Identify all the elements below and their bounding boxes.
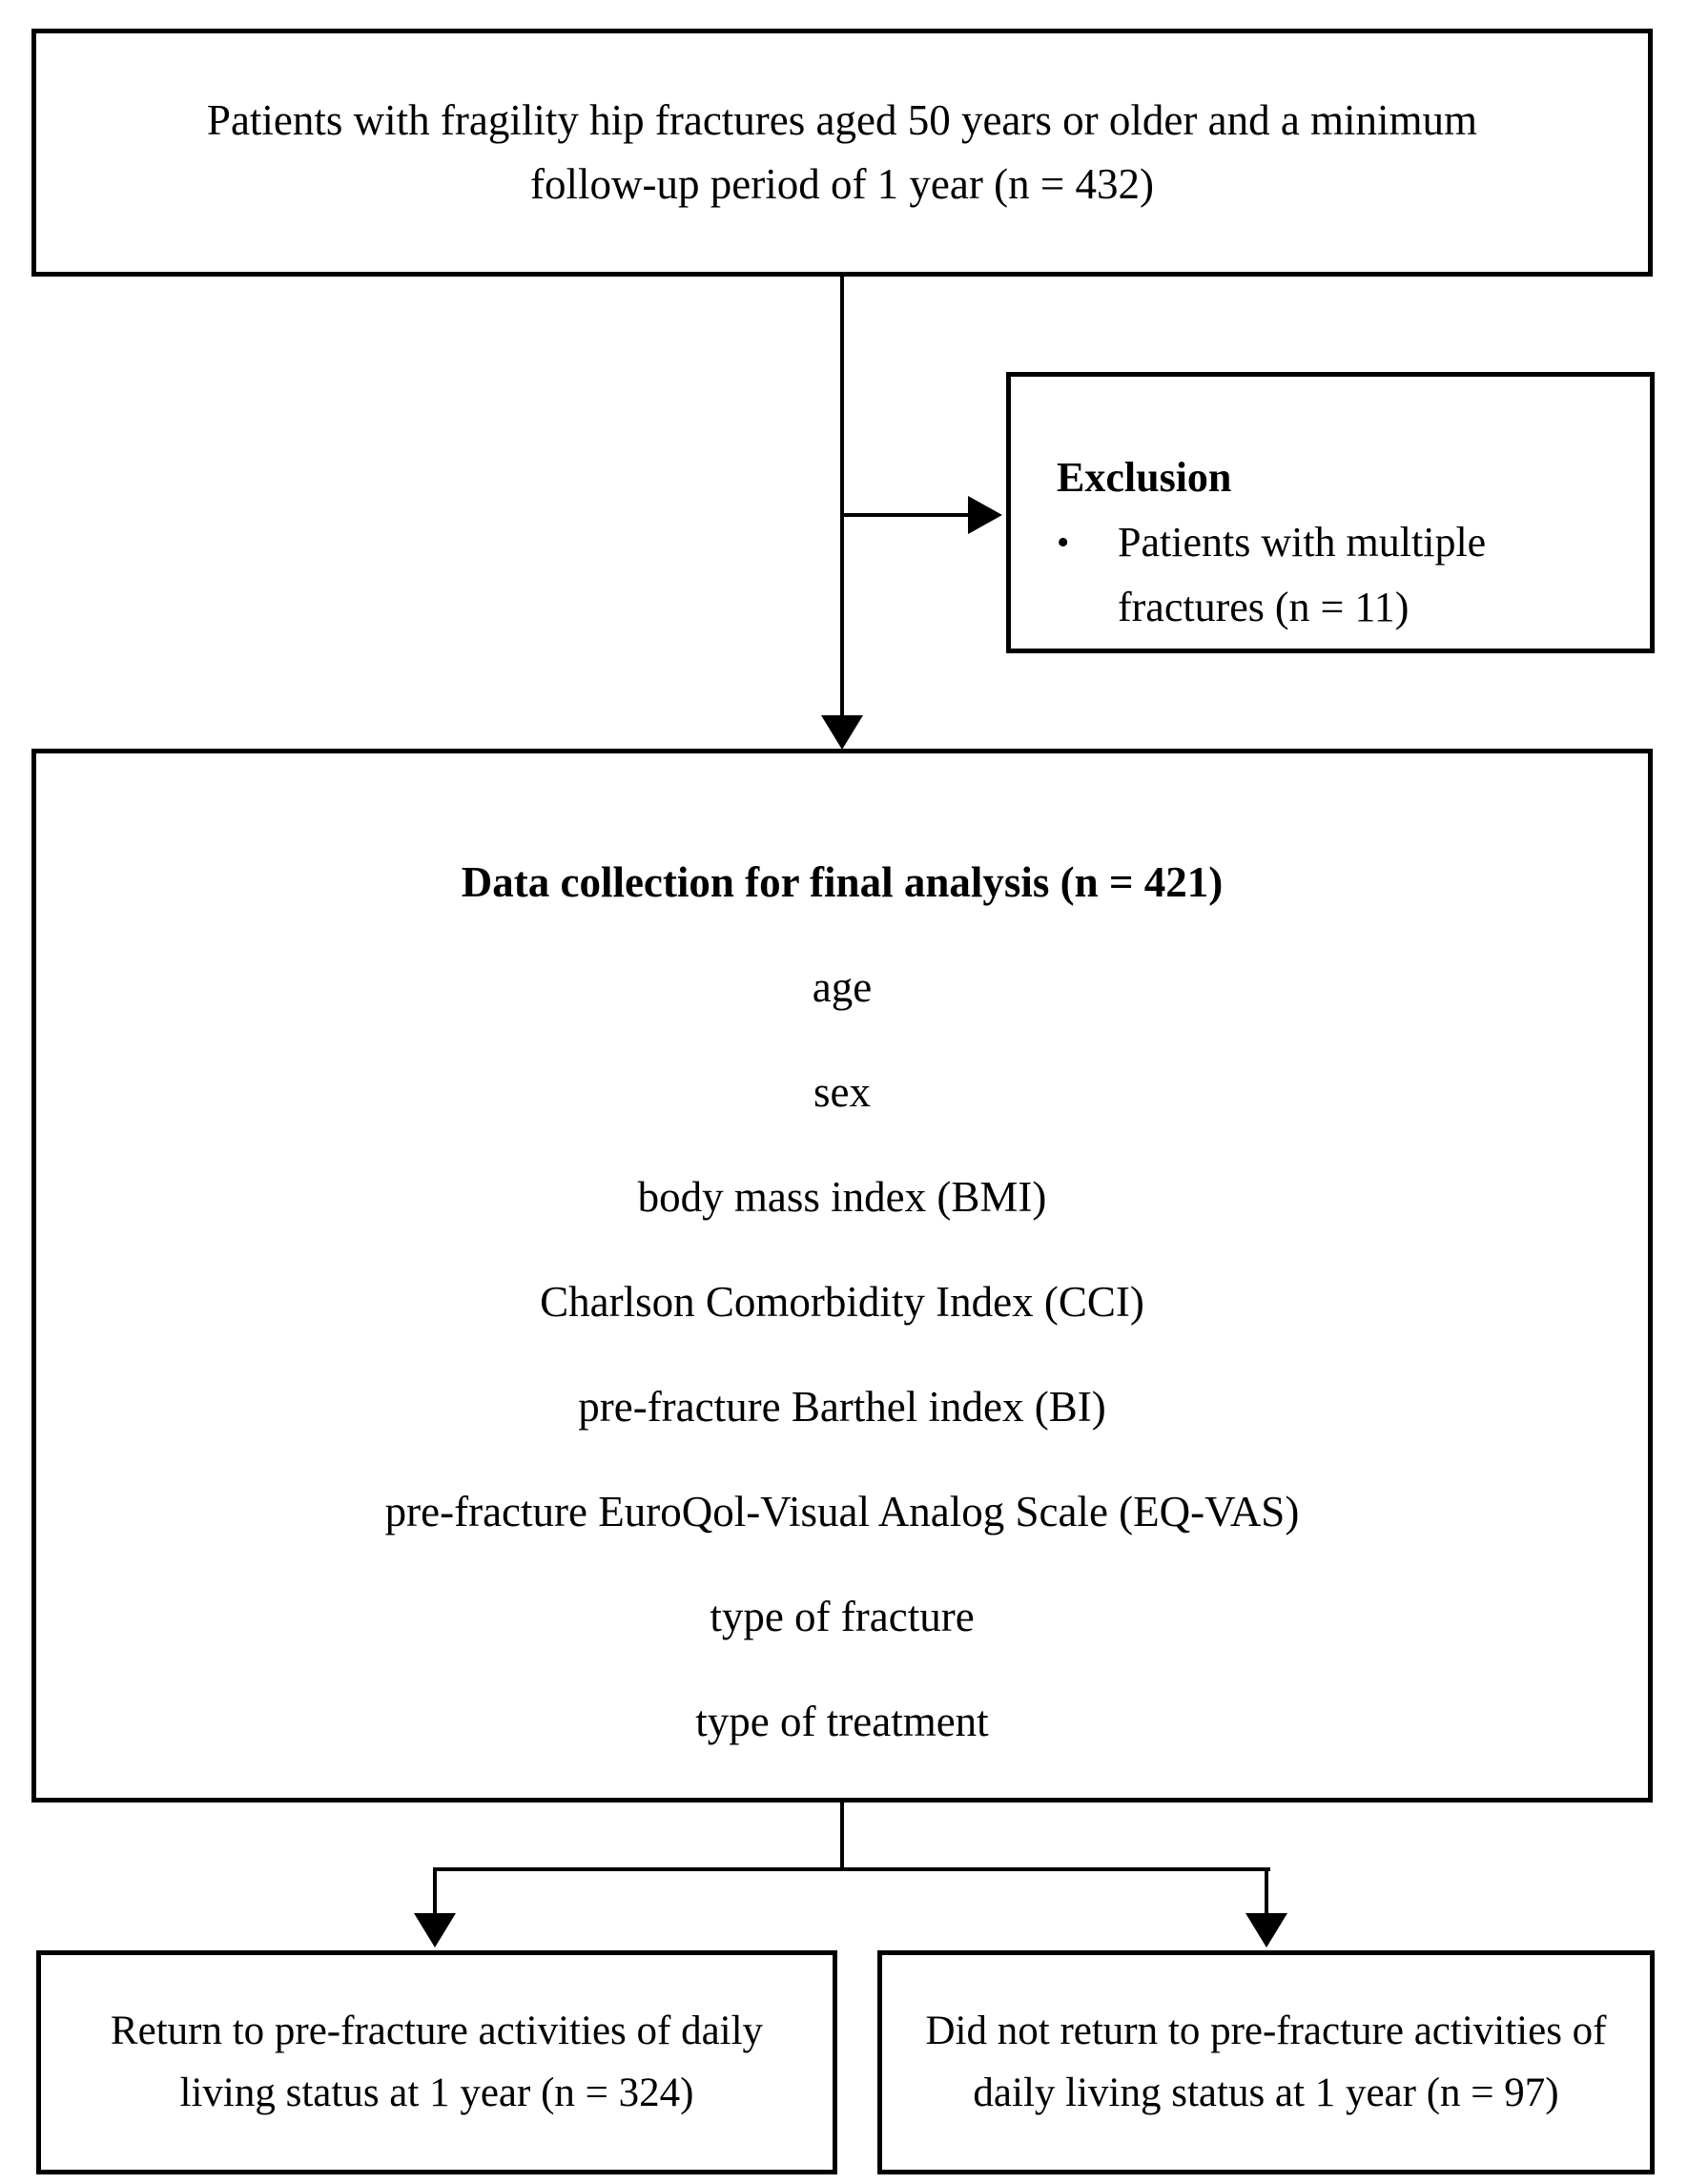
outcome-not-returned-text: Did not return to pre-fracture activitie…	[925, 2009, 1607, 2115]
exclusion-item-text: Patients with multiple fractures (n = 11…	[1118, 519, 1487, 631]
connector-exclusion-branch-line	[844, 513, 970, 517]
exclusion-box: Exclusion • Patients with multiple fract…	[1006, 372, 1655, 653]
arrowhead-down-icon	[821, 715, 863, 750]
data-collection-item: age	[812, 963, 873, 1011]
arrowhead-right-icon	[968, 496, 1002, 534]
exclusion-bullet-item: • Patients with multiple fractures (n = …	[1057, 510, 1623, 640]
top-box: Patients with fragility hip fractures ag…	[31, 29, 1653, 277]
outcome-not-returned-box: Did not return to pre-fracture activitie…	[877, 1950, 1655, 2174]
data-collection-item: body mass index (BMI)	[637, 1173, 1047, 1221]
data-collection-item: pre-fracture Barthel index (BI)	[578, 1383, 1106, 1431]
connector-right-drop-line	[1265, 1867, 1268, 1917]
connector-top-vertical-line	[840, 277, 844, 719]
arrowhead-down-icon	[414, 1913, 456, 1947]
outcome-returned-box: Return to pre-fracture activities of dai…	[36, 1950, 837, 2174]
exclusion-title: Exclusion	[1057, 454, 1232, 501]
data-collection-item: sex	[813, 1068, 871, 1116]
arrowhead-down-icon	[1245, 1913, 1287, 1947]
top-box-text: Patients with fragility hip fractures ag…	[206, 95, 1478, 209]
data-collection-item: type of treatment	[695, 1698, 989, 1745]
data-collection-item: pre-fracture EuroQol-Visual Analog Scale…	[384, 1488, 1300, 1535]
outcome-returned-text: Return to pre-fracture activities of dai…	[110, 2009, 764, 2115]
connector-left-drop-line	[433, 1867, 437, 1917]
data-collection-item: Charlson Comorbidity Index (CCI)	[540, 1278, 1144, 1326]
data-collection-box: Data collection for final analysis (n = …	[31, 749, 1653, 1803]
connector-stub-line	[840, 1803, 844, 1871]
bullet-icon: •	[1057, 523, 1070, 564]
data-collection-title: Data collection for final analysis (n = …	[461, 858, 1224, 906]
connector-split-line	[433, 1867, 1270, 1871]
data-collection-item: type of fracture	[710, 1593, 975, 1640]
